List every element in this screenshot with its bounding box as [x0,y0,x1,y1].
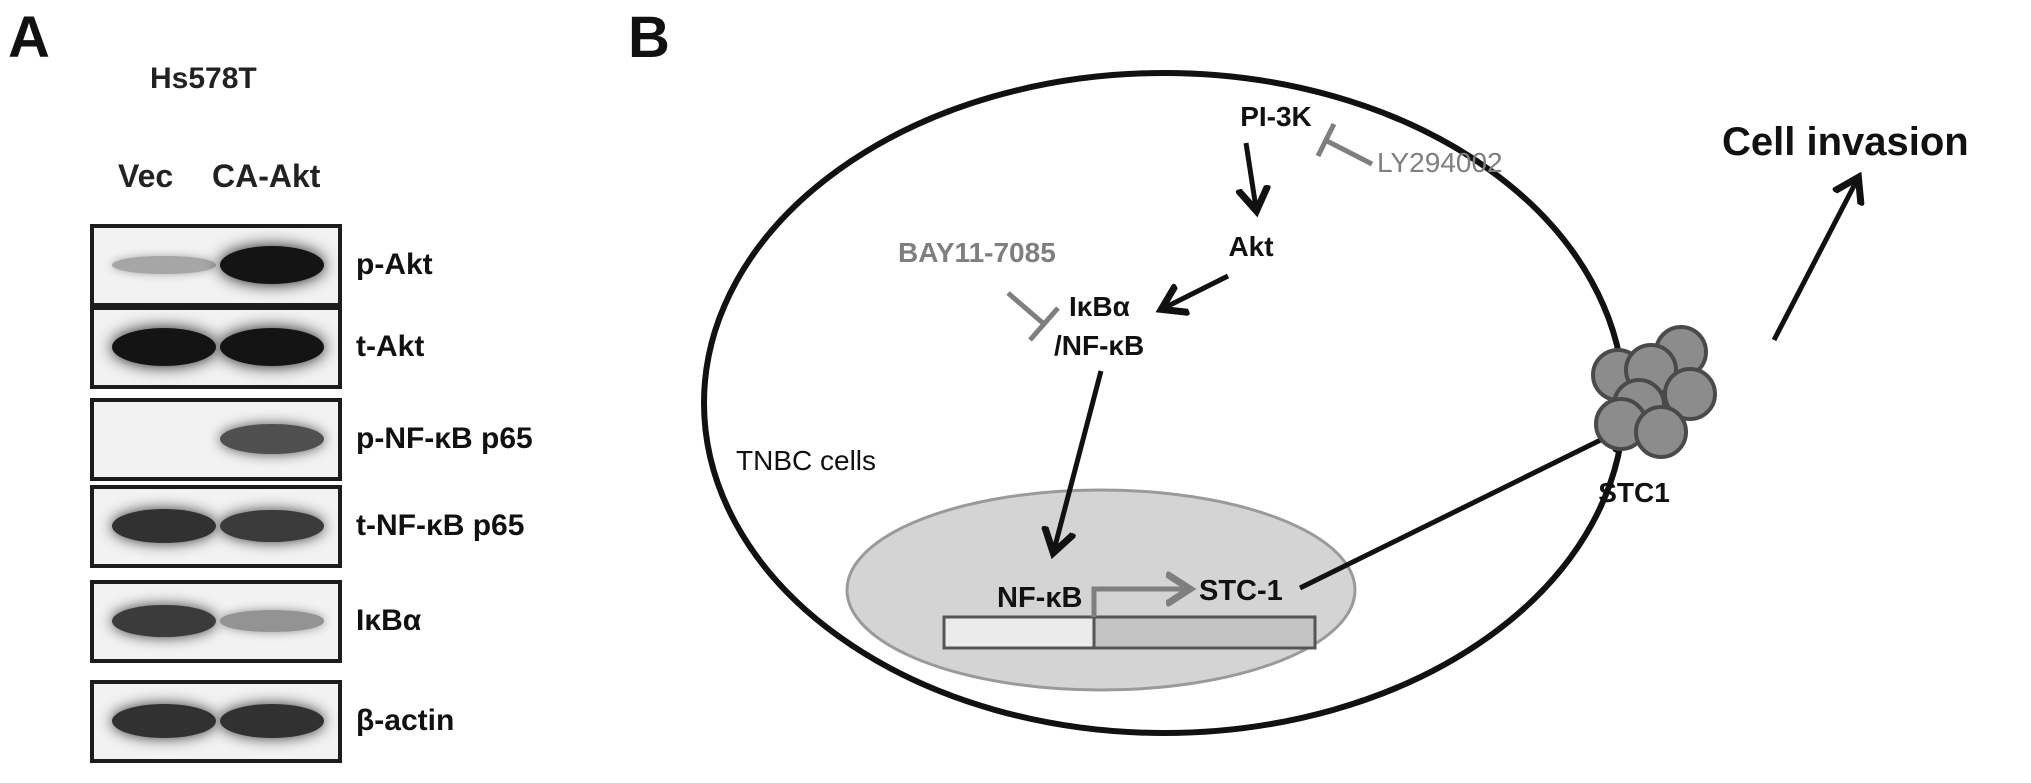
cell-line-label: Hs578T [150,62,257,95]
ikba-label: IκBα [1069,291,1130,322]
bay11-inhibition-bar [1028,306,1060,342]
panel-b-letter: B [628,5,670,70]
stc1-gene-to-protein-arrow [1298,428,1625,591]
stc1-protein-label: STC1 [1598,477,1670,508]
bay11-7085-label: BAY11-7085 [898,237,1056,268]
blot-panel [90,485,342,568]
blot-band [220,610,324,632]
blot-panel [90,680,342,763]
blot-panel [90,398,342,481]
nfkb-promoter-label: NF-κB [997,582,1082,614]
ly294002-label: LY294002 [1377,147,1503,178]
blot-band [220,703,324,739]
blot-band [112,328,216,366]
blot-band [112,508,216,544]
gene-box [1092,615,1317,650]
blot-panel [90,580,342,663]
blot-label: β-actin [356,704,455,737]
lane-label-ca-akt: CA-Akt [212,158,321,194]
blot-band [112,255,216,275]
panel-a-letter: A [8,5,50,70]
stc1-gene-label: STC-1 [1199,575,1283,607]
pi3k-to-akt-arrow [1246,142,1256,208]
blot-label: p-Akt [356,248,433,281]
akt-label: Akt [1228,231,1273,262]
ikba-to-nfkb-arrow [1054,370,1104,550]
blot-band [220,423,324,455]
stc1-protein-cluster-icon [1591,325,1717,459]
akt-to-ikba-arrow [1164,273,1230,308]
tnbc-cells-label: TNBC cells [736,445,876,476]
stc1-to-invasion-arrow [1771,180,1857,342]
lane-label-vec: Vec [118,158,174,194]
cell-invasion-label: Cell invasion [1722,120,1969,164]
ly294002-inhibition-line [1325,138,1374,167]
blot-panel [90,224,342,307]
nfkb-complex-label: /NF-κB [1054,330,1144,361]
blot-label: t-NF-κB p65 [356,509,525,542]
blot-panel [90,306,342,389]
blot-label: IκBα [356,604,422,637]
bay11-inhibition-line [1006,291,1046,326]
blot-band [220,246,324,284]
blot-label: t-Akt [356,330,425,363]
blot-band [112,604,216,638]
ly294002-inhibition-bar [1315,122,1337,158]
transcription-start-arrow [1091,589,1187,617]
blot-band [220,328,324,366]
blot-label: p-NF-κB p65 [356,422,533,455]
blot-band [220,509,324,543]
blot-band [112,703,216,739]
promoter-box [942,615,1096,650]
pi3k-label: PI-3K [1240,101,1312,132]
